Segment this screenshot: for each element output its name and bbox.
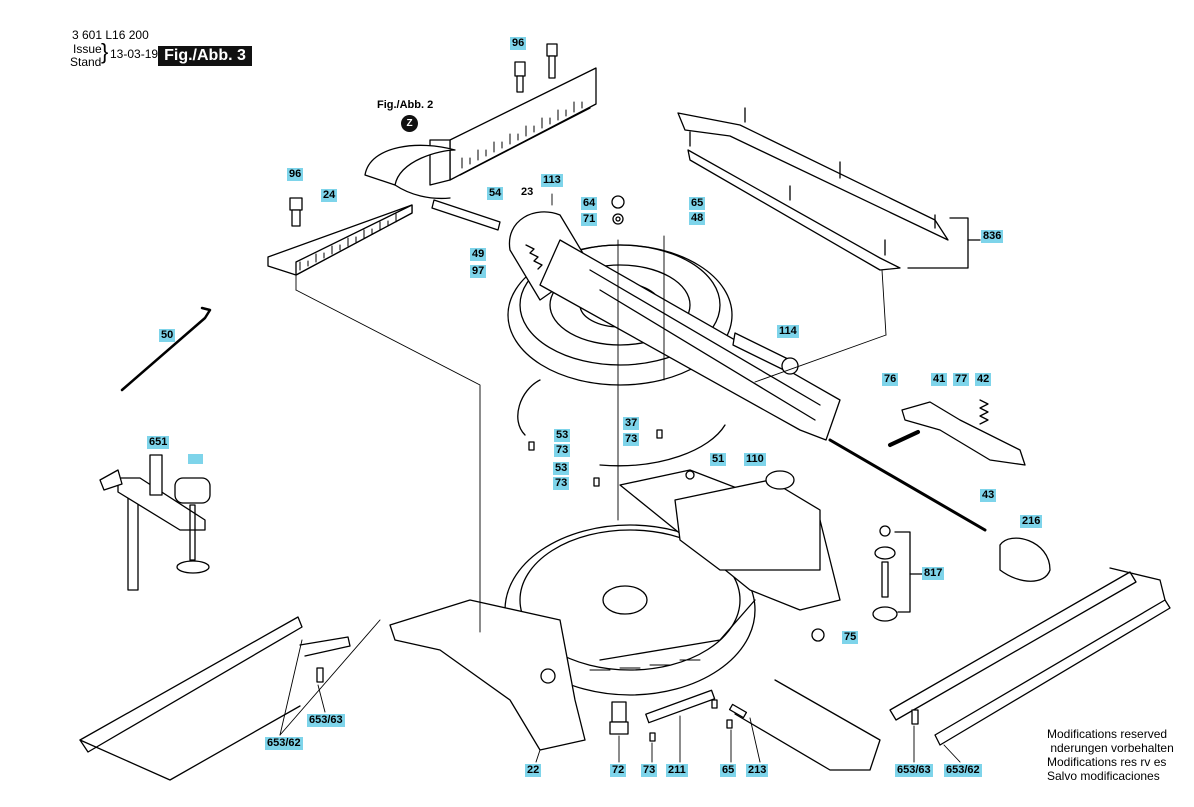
note-line: Salvo modificaciones (1047, 769, 1160, 783)
modification-notes: Modifications reserved nderungen vorbeha… (1047, 727, 1174, 783)
part-label: 64 (581, 197, 598, 210)
spring-42 (979, 399, 989, 425)
part-label: 76 (882, 373, 899, 386)
issue-label: Issue (73, 42, 102, 56)
part-label: 75 (842, 631, 859, 644)
part-label: 65 (689, 197, 706, 210)
part-label: 817 (922, 567, 945, 580)
extension-rod-center (734, 679, 881, 771)
hex-key-50 (120, 306, 212, 392)
handle-41 (901, 401, 1026, 466)
fence-scale-left (267, 204, 413, 276)
extension-rod-left (79, 616, 351, 781)
ref-marker: Z (401, 115, 418, 132)
part-label: 96 (510, 37, 527, 50)
part-label: 653/63 (895, 764, 933, 777)
fence-arc (364, 144, 456, 186)
pin-54 (431, 199, 501, 231)
fence-scale-top (429, 67, 597, 186)
part-label: 651 (147, 436, 170, 449)
wire-53 (517, 379, 726, 467)
part-label: 37 (623, 417, 640, 430)
part-label: 211 (666, 764, 688, 777)
part-label: 96 (287, 168, 304, 181)
brace: } (101, 39, 109, 64)
part-label: 653/63 (307, 714, 345, 727)
part-label: 24 (321, 189, 338, 202)
clamp-651 (99, 454, 211, 591)
note-line: Modifications res rv es (1047, 755, 1167, 769)
part-label: 49 (470, 248, 487, 261)
bolt-76 (888, 430, 920, 447)
nut-64 (611, 195, 625, 209)
bolt-72 (611, 701, 627, 723)
part-label: 77 (953, 373, 970, 386)
ref-figure-label: Fig./Abb. 2 (377, 99, 434, 111)
note-line: Modifications reserved (1047, 727, 1168, 741)
foot-817 (872, 525, 898, 622)
part-label: 53 (553, 462, 570, 475)
part-label: 23 (521, 186, 534, 198)
extension-rod-right (889, 567, 1171, 746)
part-label: 73 (641, 764, 658, 777)
stand-label: Stand (70, 55, 102, 69)
rod-43-knob-216 (828, 438, 1051, 582)
spring-49 (525, 244, 543, 270)
screw-96-c (289, 197, 303, 227)
part-label: 113 (541, 174, 563, 187)
note-line: nderungen vorbehalten (1047, 741, 1174, 755)
part-label: 114 (777, 325, 799, 338)
part-label: 216 (1020, 515, 1043, 528)
nut-51 (685, 470, 695, 480)
part-label: 72 (610, 764, 627, 777)
base-table (389, 469, 841, 751)
issue-date: 13-03-19 (110, 47, 159, 61)
part-label: 43 (980, 489, 997, 502)
figure-tag: Fig./Abb. 3 (158, 46, 252, 66)
blank-swatch (188, 454, 203, 464)
plate-211 (645, 689, 716, 724)
part-label: 653/62 (265, 737, 303, 750)
screw-96-a (514, 61, 526, 93)
part-label: 41 (931, 373, 948, 386)
part-label: 73 (554, 444, 571, 457)
part-label: 73 (553, 477, 570, 490)
part-label: 110 (744, 453, 766, 466)
part-label: 97 (470, 265, 487, 278)
part-label: 53 (554, 429, 571, 442)
pin-213 (728, 703, 748, 719)
part-label: 22 (525, 764, 542, 777)
part-label: 71 (581, 213, 598, 226)
part-label: 51 (710, 453, 727, 466)
part-label: 48 (689, 212, 706, 225)
screw-96-b (546, 43, 558, 79)
rail-plates-836 (677, 107, 949, 271)
part-label: 50 (159, 329, 176, 342)
part-label: 42 (975, 373, 992, 386)
part-label: 73 (623, 433, 640, 446)
part-label: 65 (720, 764, 737, 777)
part-label: 213 (746, 764, 769, 777)
part-label: 653/62 (944, 764, 982, 777)
part-number: 3 601 L16 200 (72, 28, 149, 42)
turntable-arm-assembly (507, 211, 841, 441)
part-label: 836 (981, 230, 1004, 243)
part-label: 54 (487, 187, 504, 200)
nut-75 (811, 628, 825, 642)
